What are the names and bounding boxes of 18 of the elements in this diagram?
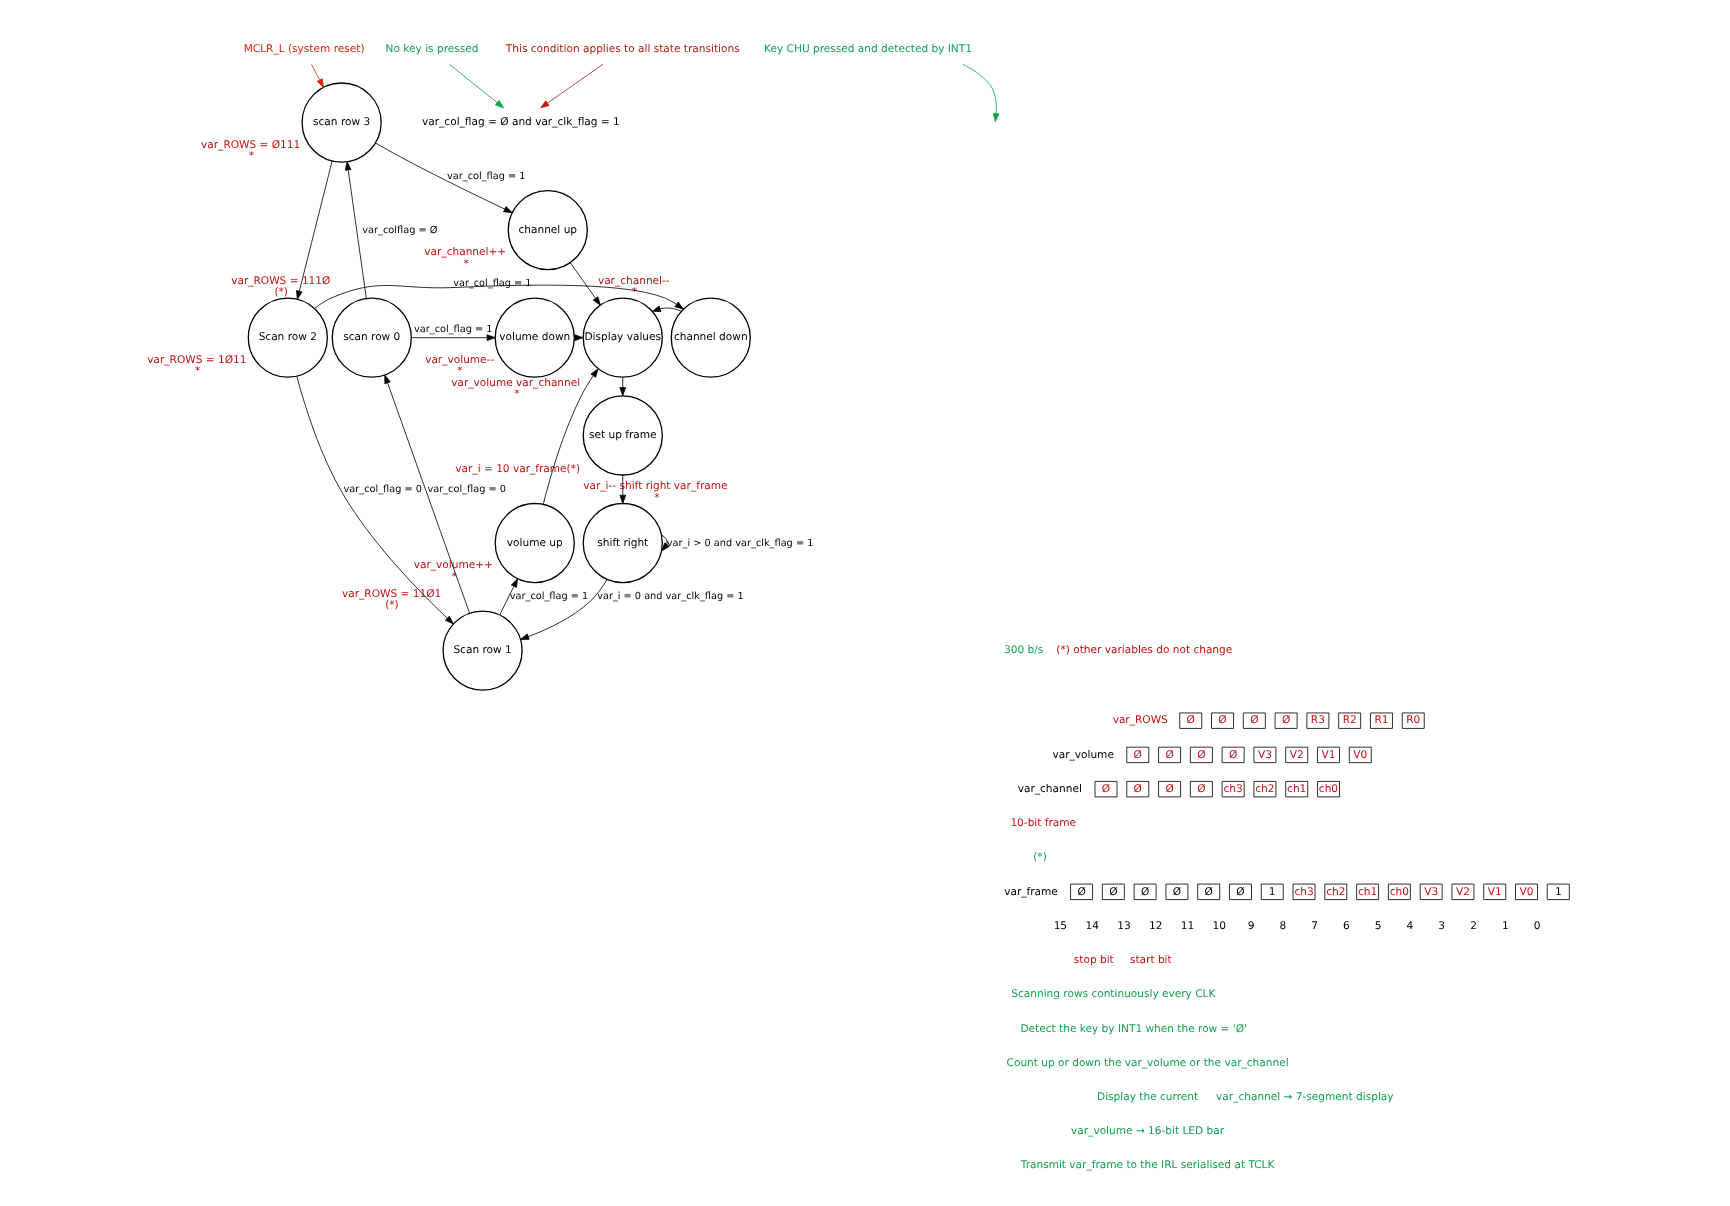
arrow — [499, 578, 518, 616]
arrow — [384, 374, 470, 614]
arrow — [962, 63, 1000, 123]
arrow — [520, 579, 608, 640]
arrow — [311, 64, 324, 88]
arrow — [651, 305, 682, 312]
arrow — [296, 375, 454, 625]
arrow — [569, 262, 601, 306]
arrow — [344, 161, 367, 299]
arrow — [296, 160, 333, 300]
arrow — [375, 142, 513, 213]
arrow — [619, 376, 627, 397]
arrow — [314, 284, 684, 310]
arrow — [449, 63, 504, 109]
arrow — [540, 63, 604, 109]
arrow — [661, 534, 670, 552]
arrow — [411, 334, 496, 341]
arrow — [542, 368, 599, 505]
